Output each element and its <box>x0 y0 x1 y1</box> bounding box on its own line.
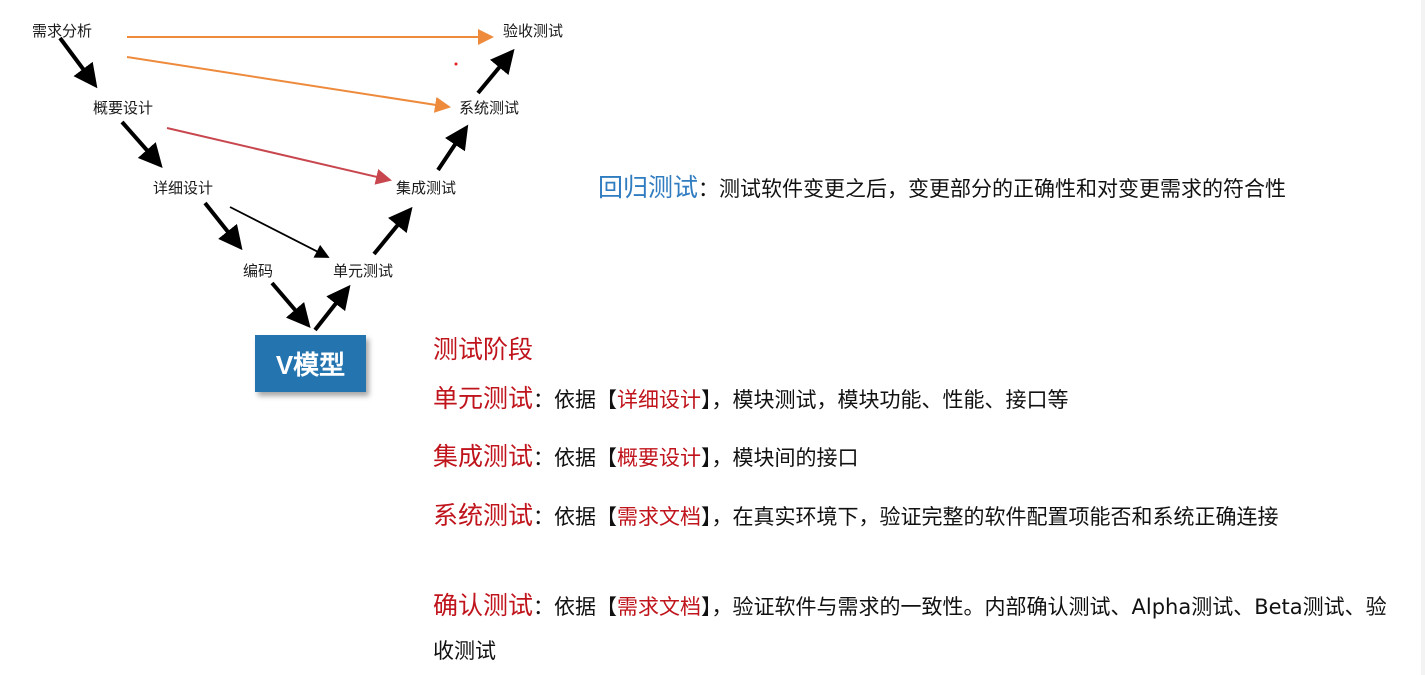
arrow-vertex-to-unit <box>313 284 351 332</box>
arrow-req-to-system <box>126 56 451 113</box>
node-outline-design: 概要设计 <box>93 99 154 117</box>
node-acceptance-test: 验收测试 <box>503 22 564 40</box>
node-requirements-analysis: 需求分析 <box>32 22 93 40</box>
arrow-system-to-acceptance <box>476 48 515 95</box>
stage-basis: 需求文档 <box>617 595 702 619</box>
v-model-title-box: V模型 <box>255 335 366 392</box>
arrow-outline-to-detailed <box>120 120 163 168</box>
stage-item-unit-test: 单元测试：依据【详细设计】，模块测试，模块功能、性能、接口等 <box>433 378 1393 421</box>
arrow-coding-to-vertex <box>270 281 311 329</box>
stage-suffix: 】，模块测试，模块功能、性能、接口等 <box>701 388 1069 412</box>
node-unit-test: 单元测试 <box>333 262 394 280</box>
stage-item-validation-test: 确认测试：依据【需求文档】，验证软件与需求的一致性。内部确认测试、Alpha测试… <box>433 584 1393 673</box>
arrow-unit-to-integration <box>372 206 413 256</box>
stage-item-integration-test: 集成测试：依据【概要设计】，模块间的接口 <box>433 436 1393 479</box>
stage-basis: 需求文档 <box>617 505 702 529</box>
stage-prefix: ：依据【 <box>533 505 618 529</box>
stage-basis: 详细设计 <box>617 388 702 412</box>
regression-text: 测试软件变更之后，变更部分的正确性和对变更需求的符合性 <box>719 177 1287 201</box>
stage-label: 系统测试 <box>433 501 534 530</box>
node-system-test: 系统测试 <box>459 99 520 117</box>
arrow-req-to-outline <box>58 36 98 89</box>
stage-suffix: 】，模块间的接口 <box>701 446 859 470</box>
node-detailed-design: 详细设计 <box>153 179 214 197</box>
stray-dot <box>454 62 458 66</box>
stage-suffix: 】，在真实环境下，验证完整的软件配置项能否和系统正确连接 <box>701 505 1279 529</box>
arrow-detailed-to-coding <box>203 201 243 251</box>
stage-basis: 概要设计 <box>617 446 702 470</box>
stage-label: 确认测试 <box>433 591 534 620</box>
v-model-arrows <box>58 29 515 332</box>
arrow-detailed-to-unit <box>229 206 330 258</box>
arrow-outline-to-integration <box>166 127 392 185</box>
regression-label: 回归测试 <box>598 173 699 202</box>
node-integration-test: 集成测试 <box>396 179 457 197</box>
stage-label: 单元测试 <box>433 384 534 413</box>
regression-test-definition: 回归测试：测试软件变更之后，变更部分的正确性和对变更需求的符合性 <box>598 166 1388 211</box>
stages-heading: 测试阶段 <box>433 335 534 364</box>
node-coding: 编码 <box>243 262 274 280</box>
window-edge <box>1421 0 1425 675</box>
stage-prefix: ：依据【 <box>533 595 618 619</box>
stage-suffix: 】，验证软件与需求的一致性。内部确认测试、Alpha测试、Beta测试、验收测试 <box>433 595 1387 663</box>
stage-item-system-test: 系统测试：依据【需求文档】，在真实环境下，验证完整的软件配置项能否和系统正确连接 <box>433 494 1393 539</box>
regression-colon: ： <box>698 177 720 201</box>
stage-prefix: ：依据【 <box>533 388 618 412</box>
stage-label: 集成测试 <box>433 442 534 471</box>
stage-prefix: ：依据【 <box>533 446 618 470</box>
arrow-integration-to-system <box>436 124 469 172</box>
